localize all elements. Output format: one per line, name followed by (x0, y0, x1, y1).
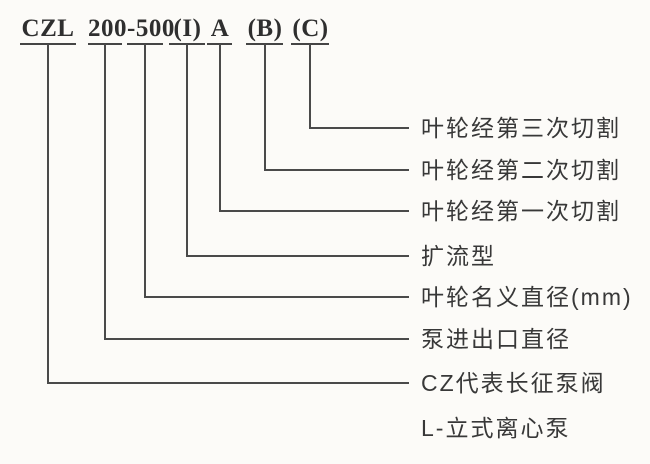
leader-horizontal-200 (104, 338, 409, 340)
code-part-b: (B) (247, 15, 283, 42)
label-impeller-first-cut: 叶轮经第一次切割 (421, 198, 621, 224)
label-impeller-nominal-diameter: 叶轮名义直径(mm) (421, 284, 633, 310)
leader-horizontal-c (309, 127, 409, 129)
code-part-c: (C) (292, 15, 329, 42)
code-part-czl: CZL (21, 15, 75, 42)
leader-horizontal-i (186, 255, 409, 257)
label-pump-inlet-outlet-diameter: 泵进出口直径 (421, 326, 571, 352)
label-diffuser-type: 扩流型 (421, 243, 496, 269)
leader-vertical-c (309, 44, 311, 128)
leader-vertical-200 (104, 44, 106, 339)
label-impeller-third-cut: 叶轮经第三次切割 (421, 115, 621, 141)
leader-vertical-b (264, 44, 266, 170)
code-part-a: A (210, 15, 230, 42)
leader-horizontal-b (264, 169, 409, 171)
leader-horizontal-500 (144, 296, 409, 298)
leader-horizontal-czl (47, 382, 409, 384)
leader-horizontal-a (219, 210, 409, 212)
code-part-200-500: 200-500 (88, 15, 175, 42)
leader-vertical-czl (47, 44, 49, 383)
leader-vertical-a (219, 44, 221, 211)
label-cz-brand-meaning: CZ代表长征泵阀 (421, 370, 606, 396)
leader-vertical-500 (144, 44, 146, 297)
leader-vertical-i (186, 44, 188, 256)
label-impeller-second-cut: 叶轮经第二次切割 (421, 157, 621, 183)
label-l-vertical-centrifugal: L-立式离心泵 (421, 415, 571, 441)
code-part-i: (I) (173, 15, 202, 42)
